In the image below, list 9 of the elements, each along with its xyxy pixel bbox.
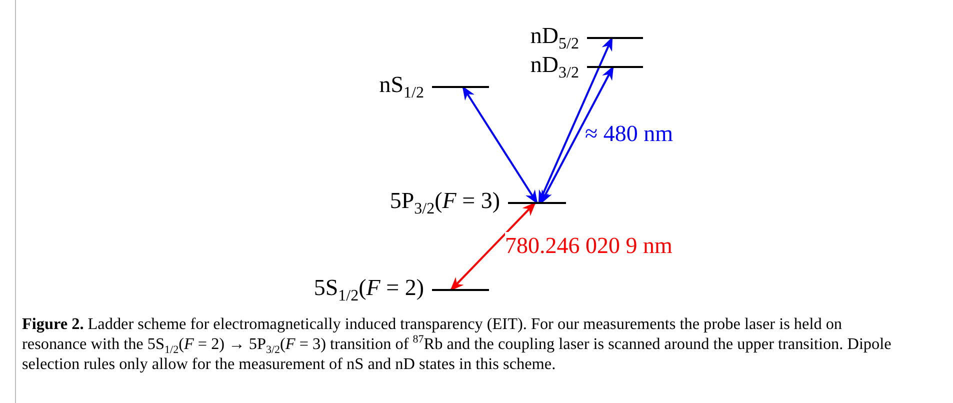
transition-arrow — [450, 202, 536, 291]
wavelength-label: ≈ 480 nm — [585, 120, 674, 148]
transition-arrow — [540, 66, 614, 204]
level-label: nS$_{1/2}$ — [379, 71, 424, 104]
transition-arrow — [462, 86, 538, 204]
figure-caption: Figure 2. Ladder scheme for electromagnetically induced transparency (EIT). For our measurements the probe laser is held on resonance with the 5S$_{1/2}$(F = 2) → 5P$_{3/2}$(F = 3) transition of $^{87}$Rb and the coupling laser is scanned around the upper transition. Dipole selection rules only allow for the measurement of nS and nD states in this scheme. — [22, 314, 892, 374]
level-label: 5P$_{3/2}$(F = 3) — [390, 187, 500, 220]
level-label: 5S$_{1/2}$(F = 2) — [314, 274, 424, 307]
transition-arrow — [538, 36, 613, 204]
